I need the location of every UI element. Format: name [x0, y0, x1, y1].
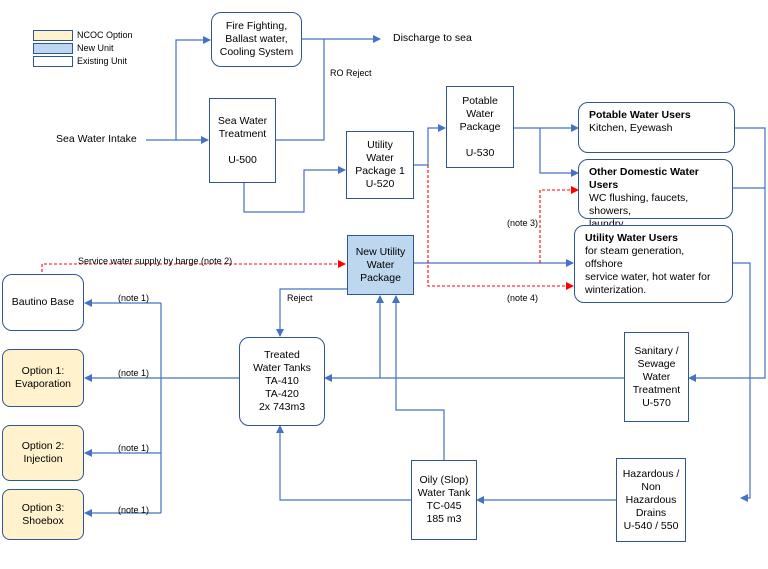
potable-users-title: Potable Water Users: [589, 109, 691, 121]
legend-swatch-existing: [33, 56, 73, 67]
sea-water-treatment-box: Sea Water Treatment U-500: [209, 98, 276, 183]
treated-water-tanks-box: Treated Water Tanks TA-410 TA-420 2x 743…: [239, 337, 325, 426]
flow-note3: [539, 186, 579, 263]
flow-potable-users-return: [688, 127, 766, 382]
barge-label: Service water supply by barge (note 2): [78, 256, 233, 266]
note1-label-opt3: (note 1): [118, 505, 150, 515]
fire-fighting-box: Fire Fighting, Ballast water, Cooling Sy…: [211, 12, 302, 67]
flow-utility-users-return: [733, 262, 751, 502]
flow-ro-reject: [276, 39, 325, 141]
utility-water-users-box: Utility Water Users for steam generation…: [574, 225, 733, 303]
flow-treatment-to-uwp1: [243, 166, 346, 213]
hazardous-drains-box: Hazardous / Non Hazardous Drains U-540 /…: [616, 458, 686, 542]
domestic-users-title: Other Domestic Water Users: [589, 166, 699, 191]
legend-swatch-ncoc: [33, 30, 73, 41]
note4-label: (note 4): [507, 293, 539, 303]
discharge-label: Discharge to sea: [393, 32, 472, 44]
legend-label-new: New Unit: [77, 43, 114, 53]
flow-oily-to-new: [392, 295, 445, 460]
note1-label-opt1: (note 1): [118, 368, 150, 378]
potable-water-package-box: Potable Water Package U-530: [446, 86, 514, 168]
ro-reject-label: RO Reject: [330, 68, 372, 78]
option-2-injection-box: Option 2: Injection: [2, 425, 84, 481]
flow-oily-to-tanks: [276, 425, 411, 501]
flow-reject: [276, 288, 348, 337]
note1-label-opt2: (note 1): [118, 443, 150, 453]
reject-label: Reject: [287, 293, 313, 303]
flow-barge: [41, 260, 346, 272]
note3-label: (note 3): [507, 218, 539, 228]
legend-swatch-new: [33, 43, 73, 54]
legend-label-existing: Existing Unit: [77, 56, 128, 66]
note1-label-bautino: (note 1): [118, 293, 150, 303]
flow-note4: [427, 165, 574, 290]
potable-water-users-box: Potable Water Users Kitchen, Eyewash: [578, 102, 735, 153]
option-1-evaporation-box: Option 1: Evaporation: [2, 349, 84, 407]
potable-users-desc: Kitchen, Eyewash: [589, 122, 673, 134]
utility-users-title: Utility Water Users: [585, 232, 678, 244]
utility-users-desc: for steam generation, offshore service w…: [585, 245, 711, 296]
sanitary-sewage-treatment-box: Sanitary / Sewage Water Treatment U-570: [624, 332, 689, 422]
bautino-base-box: Bautino Base: [2, 274, 84, 331]
utility-water-package-1-box: Utility Water Package 1 U-520: [346, 131, 414, 199]
flow-intake-to-fire: [175, 36, 211, 140]
sea-water-intake-label: Sea Water Intake: [56, 133, 137, 145]
legend-label-ncoc: NCOC Option: [77, 30, 133, 40]
oily-slop-water-tank-box: Oily (Slop) Water Tank TC-045 185 m3: [411, 460, 477, 540]
domestic-users-desc: WC flushing, faucets, showers, laundry: [589, 192, 689, 230]
flow-potable-to-domestic: [539, 128, 579, 177]
flow-uwp1-to-potable: [414, 124, 446, 166]
domestic-water-users-box: Other Domestic Water Users WC flushing, …: [578, 159, 733, 230]
option-3-shoebox-box: Option 3: Shoebox: [2, 489, 84, 540]
new-utility-water-package-box: New Utility Water Package: [347, 235, 414, 295]
